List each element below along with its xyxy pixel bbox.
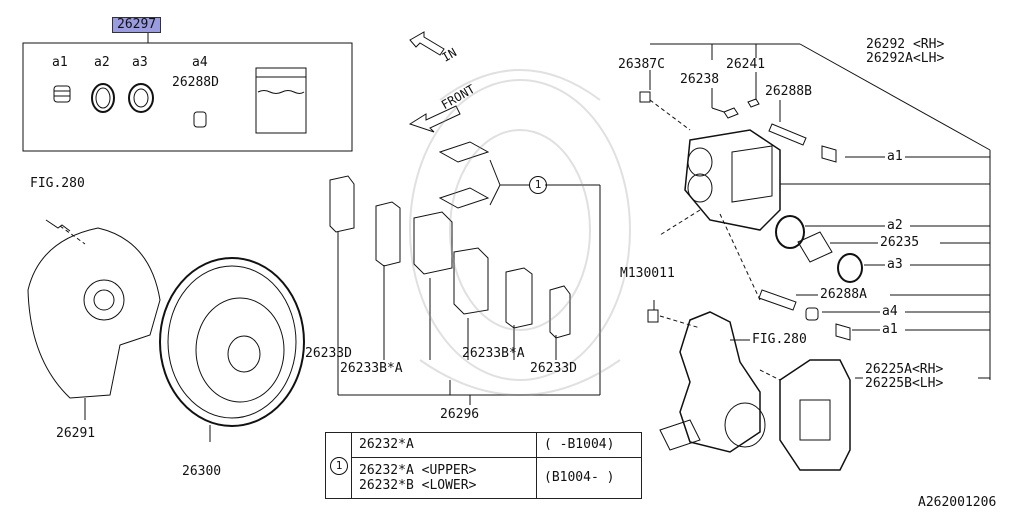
piston-boot <box>837 253 863 283</box>
caliper-a1b-label: a1 <box>882 322 898 337</box>
brake-pad-a <box>413 211 453 275</box>
caliper-a4-label: a4 <box>882 304 898 319</box>
part-m130011-label[interactable]: M130011 <box>620 266 675 281</box>
part-26233d-left-label[interactable]: 26233D <box>305 346 352 361</box>
caliper-boot-a1 <box>821 145 837 163</box>
kit-a2-seal <box>91 83 115 113</box>
kit-box <box>22 42 353 152</box>
kit-a1-boot <box>53 85 71 103</box>
callout-1-marker: 1 <box>529 176 547 194</box>
part-26288b-label[interactable]: 26288B <box>765 84 812 99</box>
part-26233d-right-label[interactable]: 26233D <box>530 361 577 376</box>
kit-a2-label: a2 <box>94 55 110 70</box>
part-26233ba-right-label[interactable]: 26233B*A <box>462 346 525 361</box>
fig280-mid-label[interactable]: FIG.280 <box>752 332 807 347</box>
part-26225b-lh-label[interactable]: 26225B<LH> <box>865 376 944 391</box>
steering-knuckle <box>679 311 761 453</box>
part-26292a-lh-label[interactable]: 26292A<LH> <box>866 51 945 66</box>
kit-a1-label: a1 <box>52 55 68 70</box>
table-row2-part-b[interactable]: 26232*B <LOWER> <box>359 478 477 493</box>
disc-cover <box>27 227 161 399</box>
caliper-support <box>779 359 851 471</box>
part-26225a-rh-label[interactable]: 26225A<RH> <box>865 362 944 377</box>
bleeder-screw <box>723 107 739 119</box>
part-26238-label[interactable]: 26238 <box>680 72 720 87</box>
kit-pin <box>193 111 207 128</box>
part-26233ba-left-label[interactable]: 26233B*A <box>340 361 403 376</box>
kit-26288d-label[interactable]: 26288D <box>172 75 219 90</box>
fig280-top-label[interactable]: FIG.280 <box>30 176 85 191</box>
part-26241-label[interactable]: 26241 <box>726 57 766 72</box>
kit-grease-pack <box>255 67 307 134</box>
caliper-a3-label: a3 <box>887 257 903 272</box>
table-row2-part-a[interactable]: 26232*A <UPPER> <box>359 463 477 478</box>
table-row1-range: ( -B1004) <box>544 437 615 452</box>
caliper-a2-label: a2 <box>887 218 903 233</box>
caliper-a1-label: a1 <box>887 149 903 164</box>
bleeder-bolt <box>639 91 651 103</box>
brake-pad-b <box>453 247 489 315</box>
knuckle-bolt <box>647 309 659 323</box>
watermark-crest <box>409 69 631 396</box>
table-marker-1: 1 <box>330 457 348 475</box>
table-row2-range: (B1004- ) <box>544 470 615 485</box>
in-arrow <box>409 31 445 56</box>
part-26296-label[interactable]: 26296 <box>440 407 480 422</box>
bleeder-cap <box>747 98 760 108</box>
shim-outer-left <box>329 175 355 233</box>
guide-pin-b <box>768 123 807 146</box>
reference-table: 1 26232*A ( -B1004) 26232*A <UPPER> 2623… <box>325 432 642 499</box>
shim-outer-right <box>549 285 571 339</box>
part-26300-label[interactable]: 26300 <box>182 464 222 479</box>
pad-clip-lower <box>438 187 490 209</box>
part-26235-label[interactable]: 26235 <box>880 235 920 250</box>
table-row1-part[interactable]: 26232*A <box>359 437 414 452</box>
brake-rotor <box>159 257 305 427</box>
kit-a3-boot <box>128 83 154 113</box>
kit-a3-label: a3 <box>132 55 148 70</box>
sleeve <box>805 307 819 321</box>
piston <box>797 231 833 263</box>
part-26387c-label[interactable]: 26387C <box>618 57 665 72</box>
pad-shim-left <box>375 201 401 267</box>
piston-seal <box>775 215 805 249</box>
front-arrow <box>408 105 461 133</box>
caliper-boot-a1-lower <box>835 323 851 341</box>
guide-pin-a <box>758 289 797 311</box>
kit-part-number[interactable]: 26297 <box>112 17 162 33</box>
kit-a4-label: a4 <box>192 55 208 70</box>
part-26288a-label[interactable]: 26288A <box>820 287 867 302</box>
pad-shim-right <box>505 267 533 329</box>
pad-clip-upper <box>438 141 490 163</box>
part-26292-rh-label[interactable]: 26292 <RH> <box>866 37 945 52</box>
part-26291-label[interactable]: 26291 <box>56 426 96 441</box>
diagram-reference-code: A262001206 <box>918 495 997 510</box>
